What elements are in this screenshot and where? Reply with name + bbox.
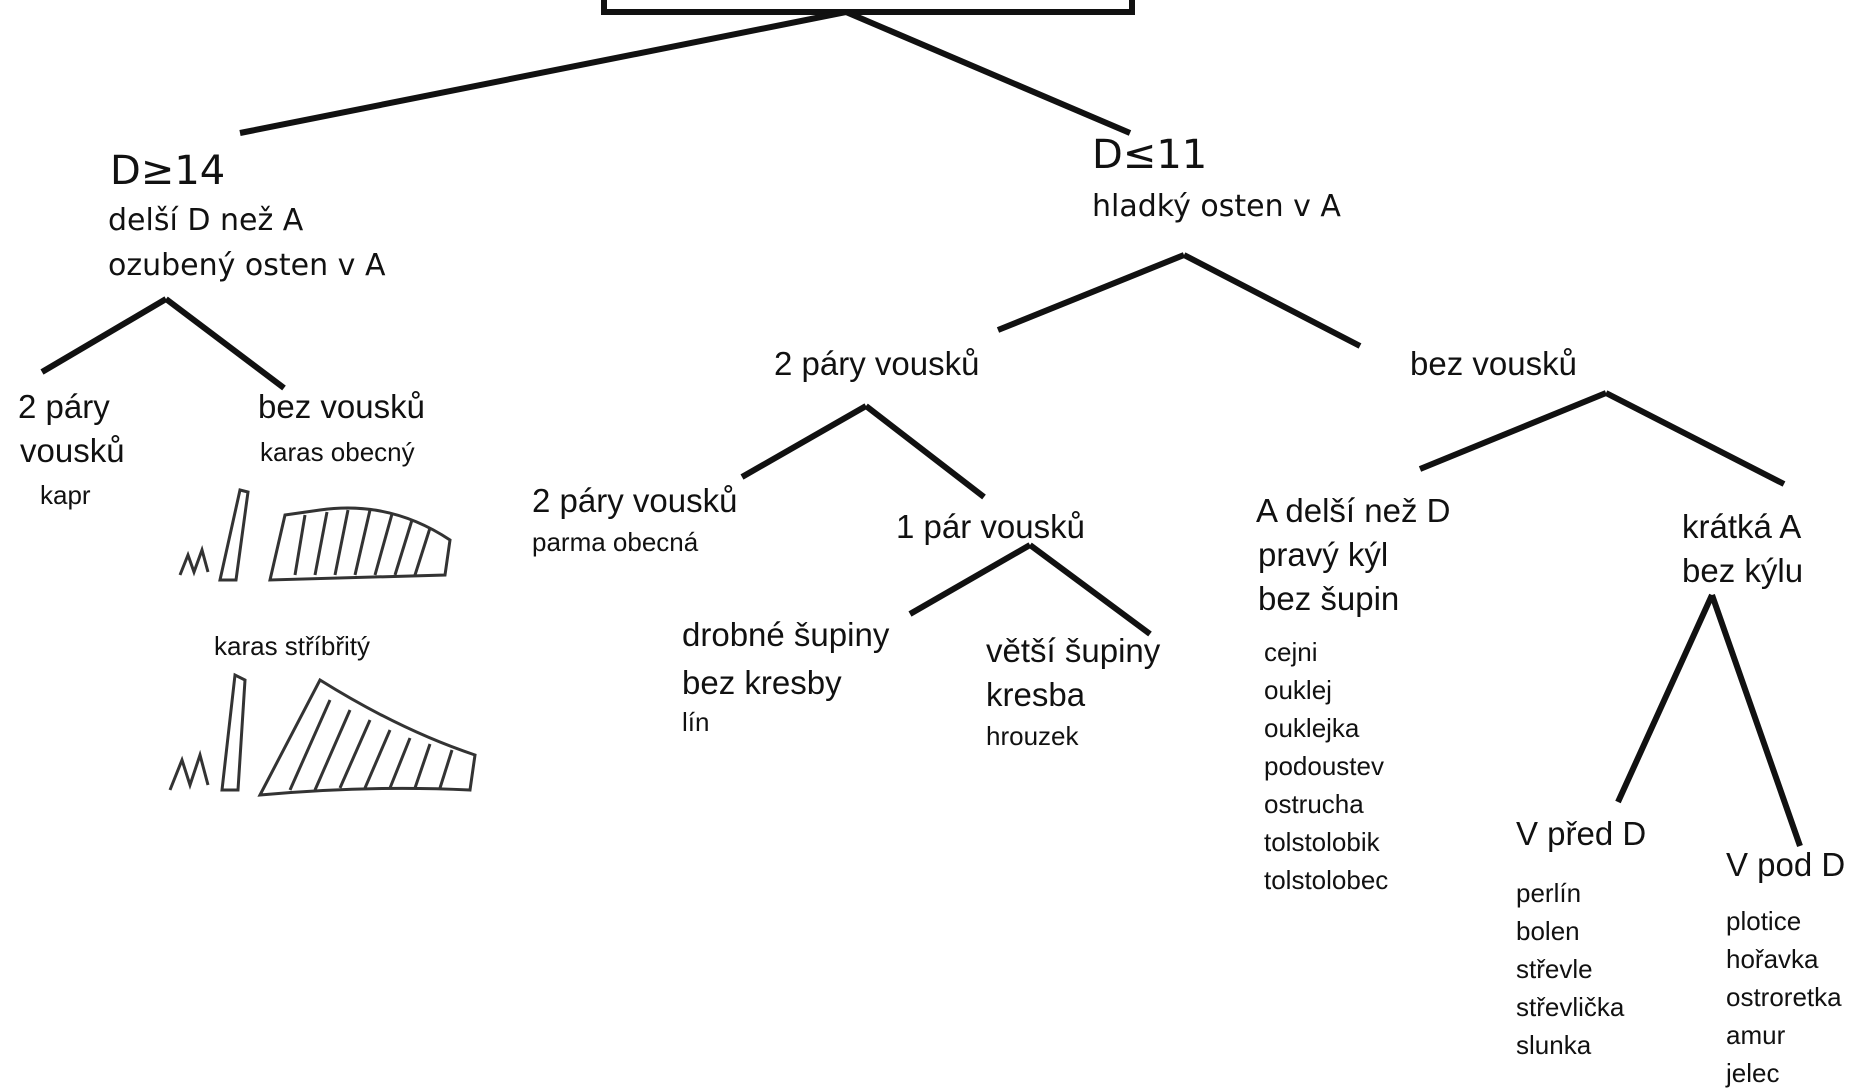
species-item: ouklejka <box>1264 713 1360 743</box>
node-v-before-d: V před D <box>1516 815 1647 852</box>
leaf-two-pairs-label-line2: vousků <box>20 432 125 469</box>
node-two-pairs-barbels: 2 páry vousků <box>774 345 980 382</box>
fin-sketch-karas-obecny <box>178 488 452 582</box>
species-list-v-under-d: plotice hořavka ostroretka amur jelec <box>1726 902 1842 1092</box>
edge-nobarbels-left <box>1418 390 1608 472</box>
node-one-pair-barbels: 1 pár vousků <box>896 508 1085 545</box>
species-item: ouklej <box>1264 675 1332 705</box>
edge-barbels-left <box>740 403 868 480</box>
leaf-small-scales-species: lín <box>682 707 710 737</box>
leaf-two-pairs-species: kapr <box>40 480 91 510</box>
species-item: slunka <box>1516 1030 1592 1060</box>
species-item: střevlička <box>1516 992 1625 1022</box>
species-item: střevle <box>1516 954 1593 984</box>
leaf-small-scales-line2: bez kresby <box>682 664 842 701</box>
fin-sketch-karas-stribrity <box>168 672 477 797</box>
leaf-large-scales-species: hrouzek <box>986 721 1079 751</box>
edge-onepair-right <box>1028 542 1152 637</box>
node-no-barbels: bez vousků <box>1410 345 1577 382</box>
node-v-under-d: V pod D <box>1726 846 1846 883</box>
edge-shortanal-right <box>1709 594 1803 847</box>
leaf-no-barbels-label: bez vousků <box>258 388 425 425</box>
right-branch-heading: D≤11 <box>1092 132 1208 178</box>
node-short-anal-line2: bez kýlu <box>1682 552 1804 589</box>
species-item: ostrucha <box>1264 789 1364 819</box>
leaf-large-scales-line1: větší šupiny <box>986 632 1161 669</box>
species-list-v-before-d: perlín bolen střevle střevlička slunka <box>1516 874 1624 1064</box>
edge-nobarbels-right <box>1604 390 1786 487</box>
species-item: amur <box>1726 1020 1786 1050</box>
leaf-two-pairs-label-line1: 2 páry <box>18 388 110 425</box>
species-item: tolstolobec <box>1264 865 1389 895</box>
leaf-parma-species: parma obecná <box>532 527 699 557</box>
left-branch-line1: delší D než A <box>108 203 304 238</box>
leaf-no-barbels-species: karas obecný <box>260 437 415 467</box>
node-long-anal-line1: A delší než D <box>1256 492 1451 529</box>
species-item: perlín <box>1516 878 1582 908</box>
species-item: jelec <box>1726 1058 1780 1088</box>
root-box <box>601 0 1135 15</box>
left-branch-line2: ozubený osten v A <box>108 248 386 283</box>
node-short-anal-line1: krátká A <box>1682 508 1802 545</box>
edge-d11-right <box>1182 252 1362 349</box>
edge-onepair-left <box>908 542 1032 617</box>
left-branch-heading: D≥14 <box>110 148 226 194</box>
right-branch-line1: hladký osten v A <box>1092 189 1341 224</box>
species-item: bolen <box>1516 916 1580 946</box>
edge-root-left <box>239 9 847 136</box>
edge-d14-right <box>164 296 286 391</box>
edge-shortanal-left <box>1615 593 1715 804</box>
leaf-large-scales-line2: kresba <box>986 676 1086 713</box>
edge-root-right <box>844 9 1132 136</box>
species-item: podoustev <box>1264 751 1384 781</box>
sketch-caption-karas-stribrity: karas stříbřitý <box>214 631 371 661</box>
edge-barbels-right <box>864 403 986 500</box>
leaf-small-scales-line1: drobné šupiny <box>682 616 890 653</box>
species-item: ostroretka <box>1726 982 1842 1012</box>
edge-d11-left <box>996 252 1186 333</box>
species-item: tolstolobik <box>1264 827 1380 857</box>
species-item: cejni <box>1264 637 1318 667</box>
node-long-anal-line3: bez šupin <box>1258 580 1400 617</box>
leaf-parma-label: 2 páry vousků <box>532 482 738 519</box>
species-list-long-anal: cejni ouklej ouklejka podoustev ostrucha… <box>1264 633 1388 899</box>
species-item: plotice <box>1726 906 1802 936</box>
node-long-anal-line2: pravý kýl <box>1258 536 1389 573</box>
species-item: hořavka <box>1726 944 1819 974</box>
edge-d14-left <box>40 296 168 375</box>
